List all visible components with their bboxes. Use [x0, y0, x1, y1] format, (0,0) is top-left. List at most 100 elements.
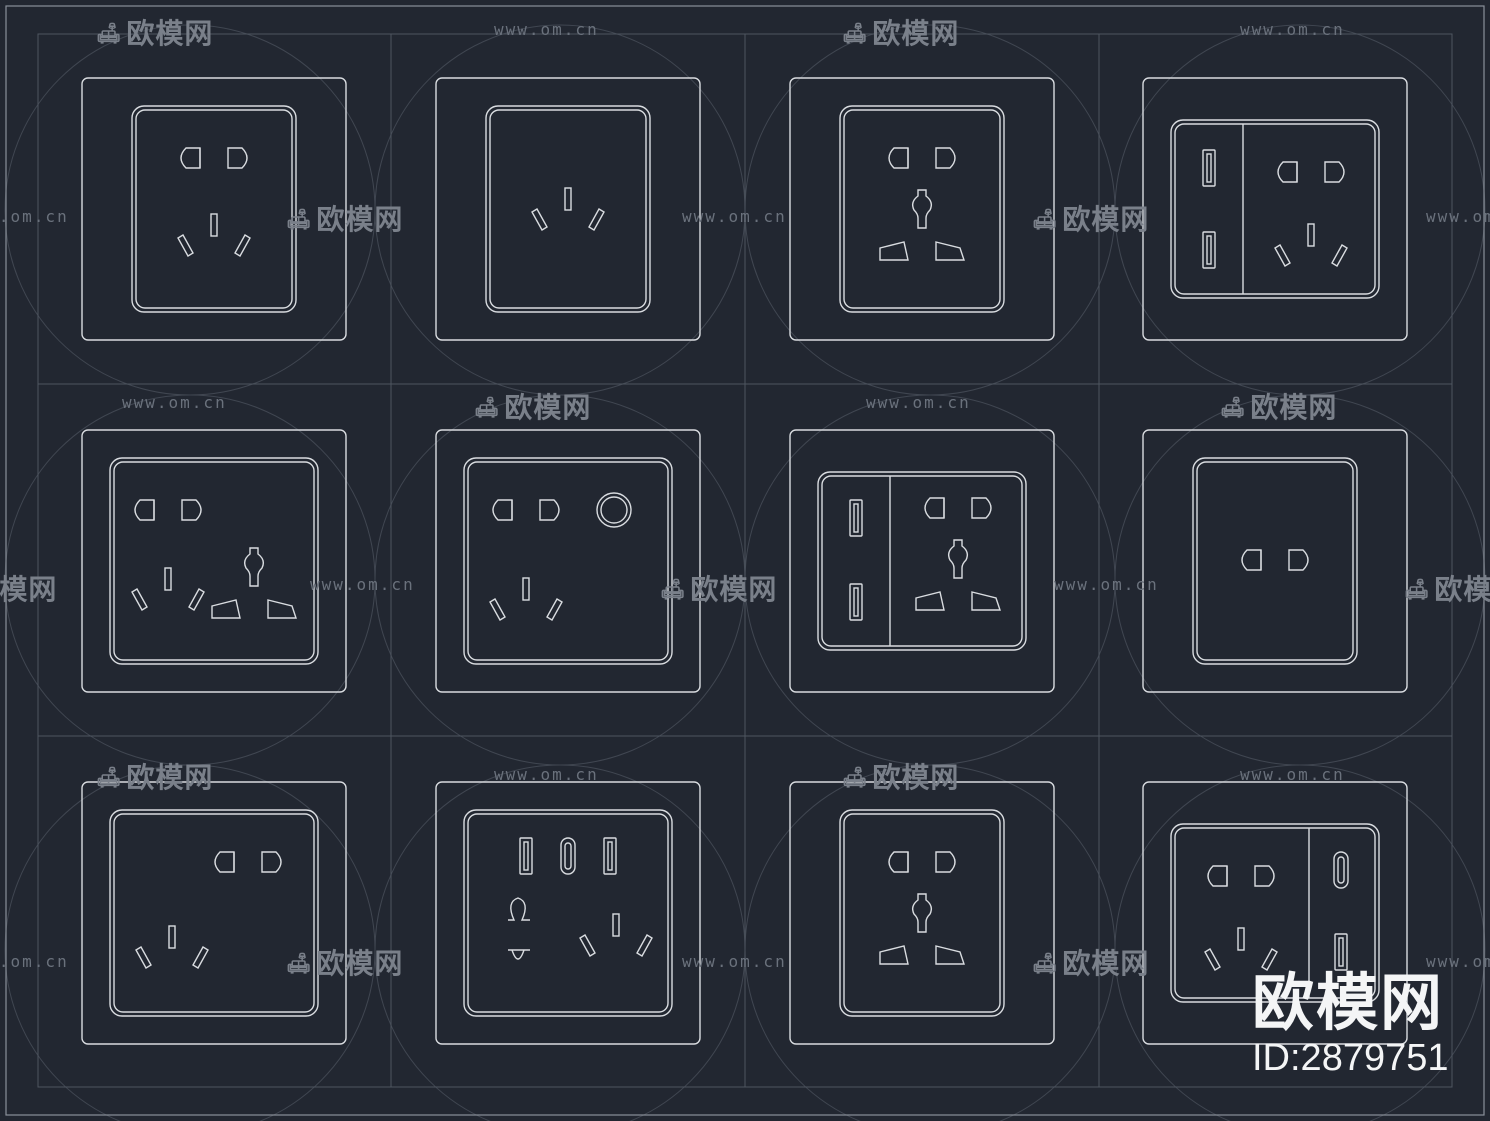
usb-c-tongue [564, 842, 572, 870]
three-pin-holes [579, 913, 653, 957]
watermark-url: www.om.cn [1054, 575, 1159, 594]
watermark-logo: 🛋欧模网 [96, 761, 214, 794]
watermark-url: www.om.cn [866, 393, 971, 412]
watermark-url: www.om.cn [494, 765, 599, 784]
pin-hole [924, 497, 945, 519]
two-pin-holes [1277, 161, 1345, 183]
neutral-slot [192, 946, 209, 969]
live-slot [131, 588, 148, 611]
pin-hole [935, 147, 956, 169]
pin-hole [971, 497, 992, 519]
socket-face-inner [467, 461, 669, 661]
usb-a-port [603, 837, 617, 875]
socket-face [131, 105, 297, 313]
trapezoid-slot [211, 599, 241, 619]
neutral-slot [234, 234, 251, 257]
pin-hole [261, 851, 282, 873]
keyhole-slot [947, 539, 969, 579]
socket-face [1170, 823, 1380, 1003]
outer-frame [1142, 77, 1408, 341]
sofa-icon: 🛋 [1032, 951, 1059, 975]
sofa-icon: 🛋 [96, 21, 123, 45]
earth-slot [164, 567, 172, 591]
two-pin-holes [924, 497, 992, 519]
neutral-slot [546, 598, 563, 621]
outer-frame [789, 781, 1055, 1045]
live-slot [579, 934, 596, 957]
earth-slot [1307, 223, 1315, 247]
socket-universal [789, 781, 1055, 1045]
two-pin-holes [888, 147, 956, 169]
two-pin-holes [214, 851, 282, 873]
outer-frame [435, 781, 701, 1045]
outer-frame [81, 781, 347, 1045]
earth-slot [522, 577, 530, 601]
universal-holes [879, 189, 965, 261]
sofa-icon: 🛋 [842, 765, 869, 789]
watermark-url: www.om.cn [682, 207, 787, 226]
live-slot [1204, 948, 1221, 971]
usb-a-tongue [1338, 937, 1344, 967]
socket-face-inner [843, 109, 1001, 309]
outer-frame [789, 429, 1055, 693]
outer-frame [789, 77, 1055, 341]
sofa-icon: 🛋 [842, 21, 869, 45]
trapezoid-slot [879, 241, 909, 261]
watermark-logo: 🛋欧模网 [0, 573, 58, 606]
usb-a-tongue [607, 841, 613, 871]
watermark-url: www.om.cn [1240, 765, 1345, 784]
three-pin-holes [135, 925, 209, 969]
two-pin-holes [888, 851, 956, 873]
earth-slot [168, 925, 176, 949]
two-pin-holes [1241, 549, 1309, 571]
socket-face [463, 457, 673, 665]
sofa-icon: 🛋 [1032, 207, 1059, 231]
pin-hole [181, 499, 202, 521]
socket-face [485, 105, 651, 313]
neutral-slot [1261, 948, 1278, 971]
socket-face-inner [843, 813, 1001, 1013]
usb-a-port [849, 499, 863, 537]
usb-a-port [1202, 231, 1216, 269]
live-slot [531, 208, 548, 231]
sofa-icon: 🛋 [474, 395, 501, 419]
watermark-logo: 🛋欧模网 [660, 573, 778, 606]
two-pin-holes [1207, 865, 1275, 887]
socket-face-inner [821, 475, 1023, 647]
sofa-icon: 🛋 [1220, 395, 1247, 419]
socket-face [839, 105, 1005, 313]
socket-face-inner [135, 109, 293, 309]
watermark-logo: 🛋欧模网 [286, 203, 404, 236]
socket-five-hole-indicator [435, 429, 701, 693]
keyhole-slot [911, 189, 933, 229]
brand-name: 欧模网 [1252, 966, 1445, 1039]
socket-five-hole-universal [81, 429, 347, 693]
trapezoid-slot [935, 241, 965, 261]
socket-face [817, 471, 1027, 651]
usb-a-tongue [853, 587, 859, 617]
outer-frame [81, 429, 347, 693]
trapezoid-slot [971, 591, 1001, 611]
socket-face [1192, 457, 1358, 665]
two-pin-holes [492, 499, 560, 521]
pin-hole [214, 851, 235, 873]
pin-hole [888, 147, 909, 169]
socket-usb-typec-uk [435, 781, 701, 1045]
sofa-icon: 🛋 [96, 765, 123, 789]
brand-id: ID:2879751 [1252, 1037, 1449, 1079]
watermark-url: www.om.cn [682, 952, 787, 971]
watermark-url: www.om.cn [0, 952, 69, 971]
pin-hole [888, 851, 909, 873]
earth-slot [1237, 927, 1245, 951]
watermark-logo: 🛋欧模网 [286, 947, 404, 980]
socket-face-inner [113, 813, 315, 1013]
uk-slot [508, 949, 530, 960]
three-pin-holes [1274, 223, 1348, 267]
socket-face-inner [113, 461, 315, 661]
usb-a-port [519, 837, 533, 875]
usb-a-tongue [853, 503, 859, 533]
watermark-logo: 🛋欧模网 [96, 17, 214, 50]
usb-a-tongue [1206, 153, 1212, 183]
live-slot [1274, 244, 1291, 267]
